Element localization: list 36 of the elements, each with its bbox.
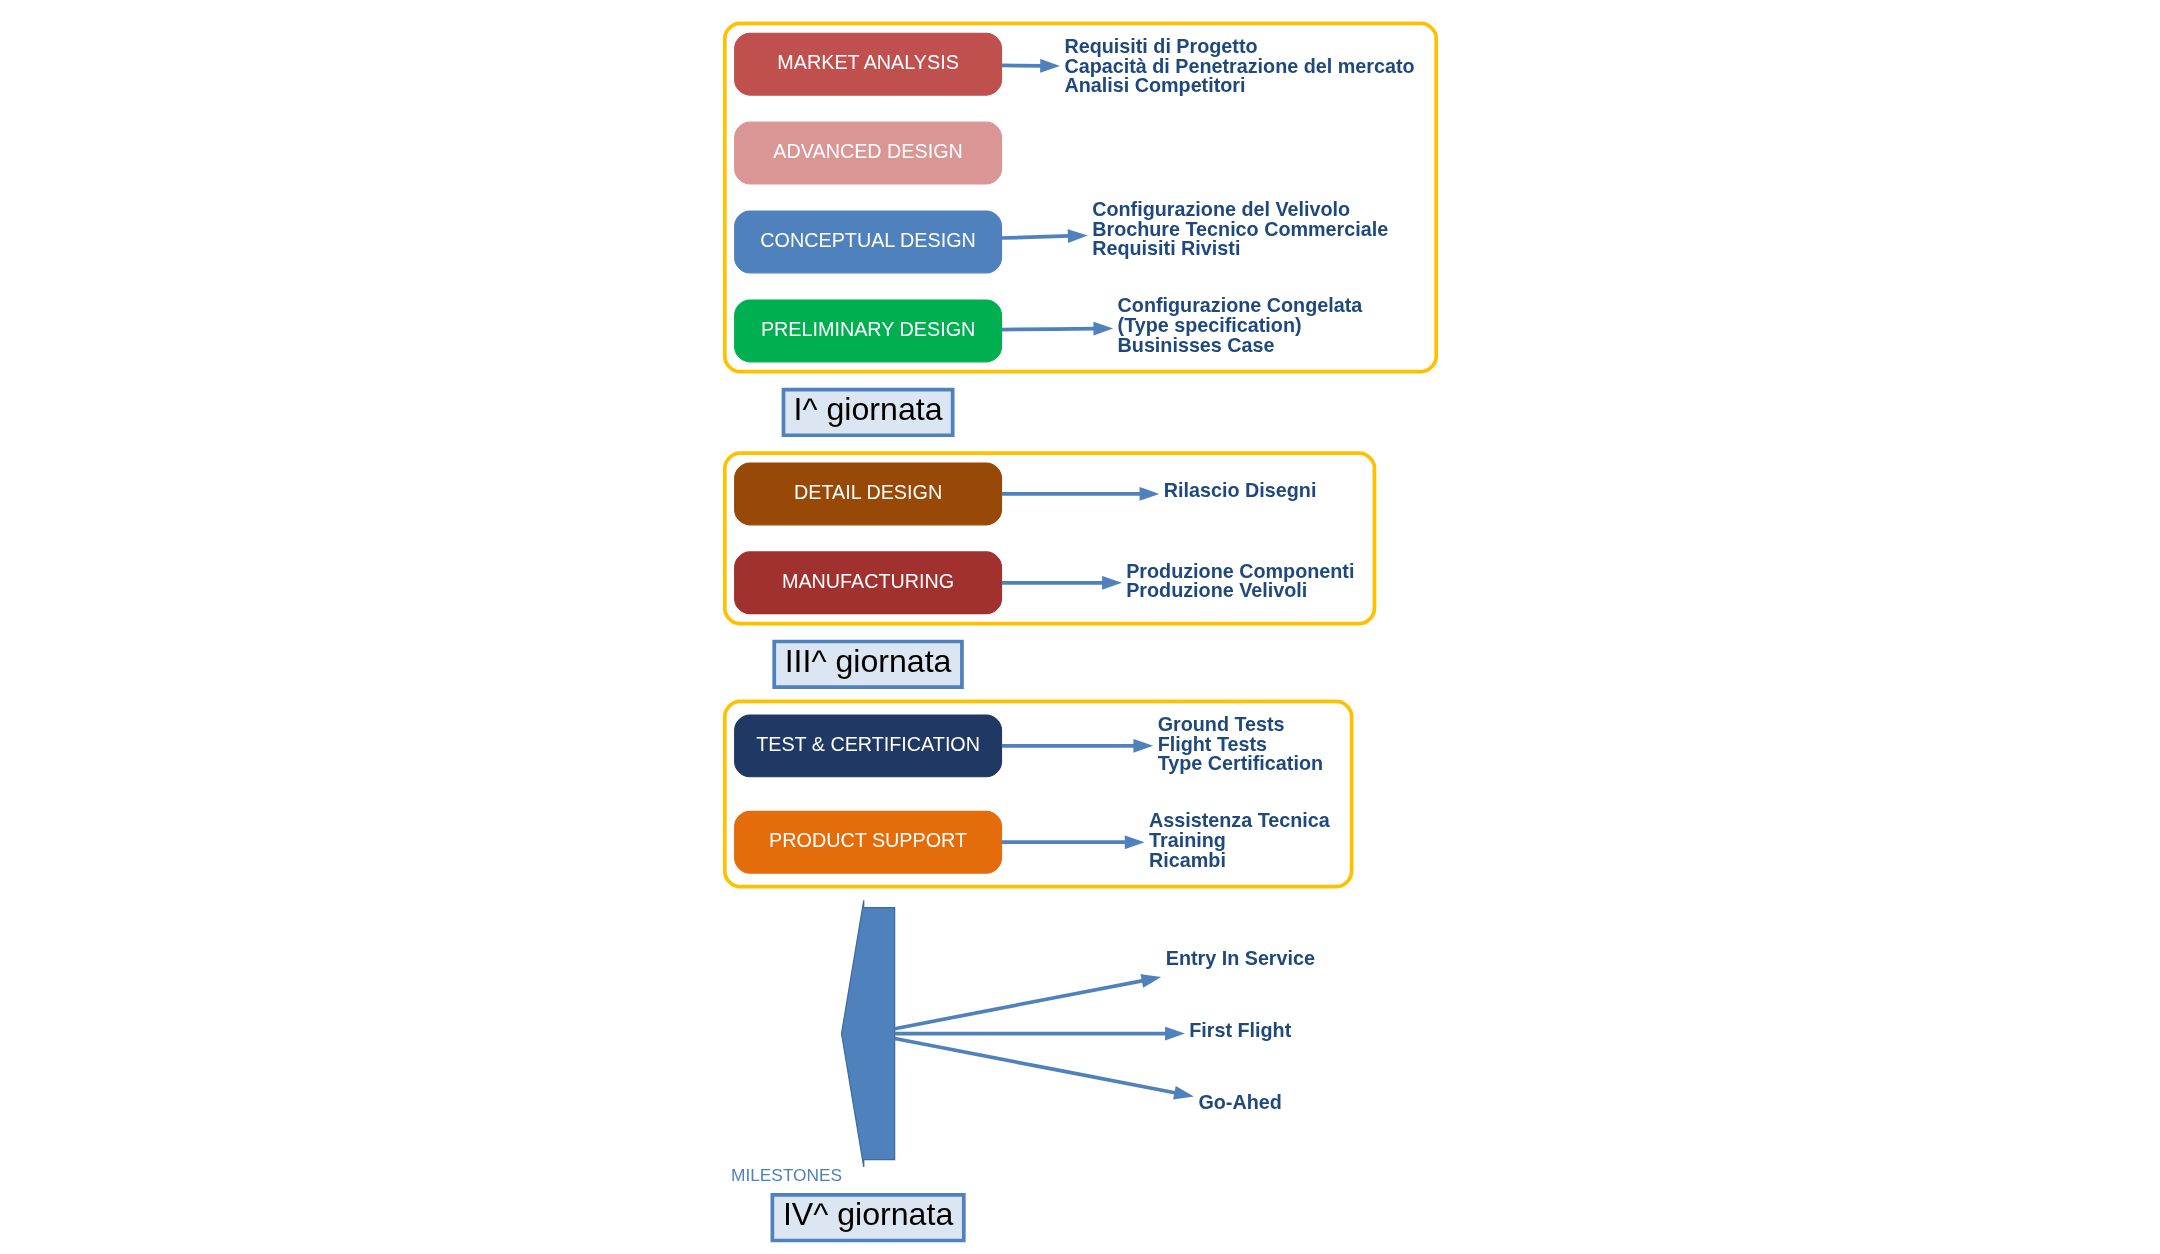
arrow <box>1001 738 1153 753</box>
node-label: MILESTONES <box>730 1164 842 1185</box>
node-box: DETAIL DESIGN <box>733 462 1002 526</box>
node-text: First Flight <box>1188 1019 1291 1042</box>
cluster <box>722 21 1438 374</box>
arrow <box>1001 575 1122 590</box>
node-text: Requisiti di Progetto Capacità di Penetrazione del mercato Analisi Competitori <box>1063 34 1415 97</box>
node-text: Configurazione del Velivolo Brochure Tecnico Commerciale Requisiti Rivisti <box>1091 197 1388 260</box>
node-arrow <box>840 899 895 1168</box>
node-box: IV^ giornata <box>770 1192 966 1243</box>
arrow <box>893 974 1161 1031</box>
node-box: MANUFACTURING <box>733 551 1002 615</box>
node-box: III^ giornata <box>771 639 964 690</box>
node-box: TEST & CERTIFICATION <box>733 714 1002 778</box>
node-text: Go-Ahed <box>1197 1090 1282 1113</box>
node-text: Ground Tests Flight Tests Type Certification <box>1157 712 1323 775</box>
arrow <box>893 1036 1194 1100</box>
arrow <box>894 1026 1185 1041</box>
arrow <box>1001 835 1145 850</box>
node-box: PRELIMINARY DESIGN <box>733 299 1002 363</box>
arrow <box>1001 487 1159 501</box>
arrow <box>1001 229 1088 243</box>
node-text: Produzione Componenti Produzione Velivoli <box>1125 559 1354 602</box>
node-box: ADVANCED DESIGN <box>733 121 1002 185</box>
node-text: Assistenza Tecnica Training Ricambi <box>1148 809 1330 871</box>
node-text: Configurazione Congelata (Type specification) Businisses Case <box>1117 294 1362 356</box>
node-box: I^ giornata <box>781 387 955 438</box>
node-box: MARKET ANALYSIS <box>733 32 1002 96</box>
cluster <box>722 699 1353 889</box>
node-text: Rilascio Disegni <box>1163 479 1316 502</box>
node-box: CONCEPTUAL DESIGN <box>733 210 1002 274</box>
arrow <box>1001 321 1113 336</box>
cluster <box>722 451 1376 626</box>
node-box: PRODUCT SUPPORT <box>733 810 1002 874</box>
node-text: Entry In Service <box>1165 947 1315 970</box>
arrow <box>1001 58 1060 73</box>
